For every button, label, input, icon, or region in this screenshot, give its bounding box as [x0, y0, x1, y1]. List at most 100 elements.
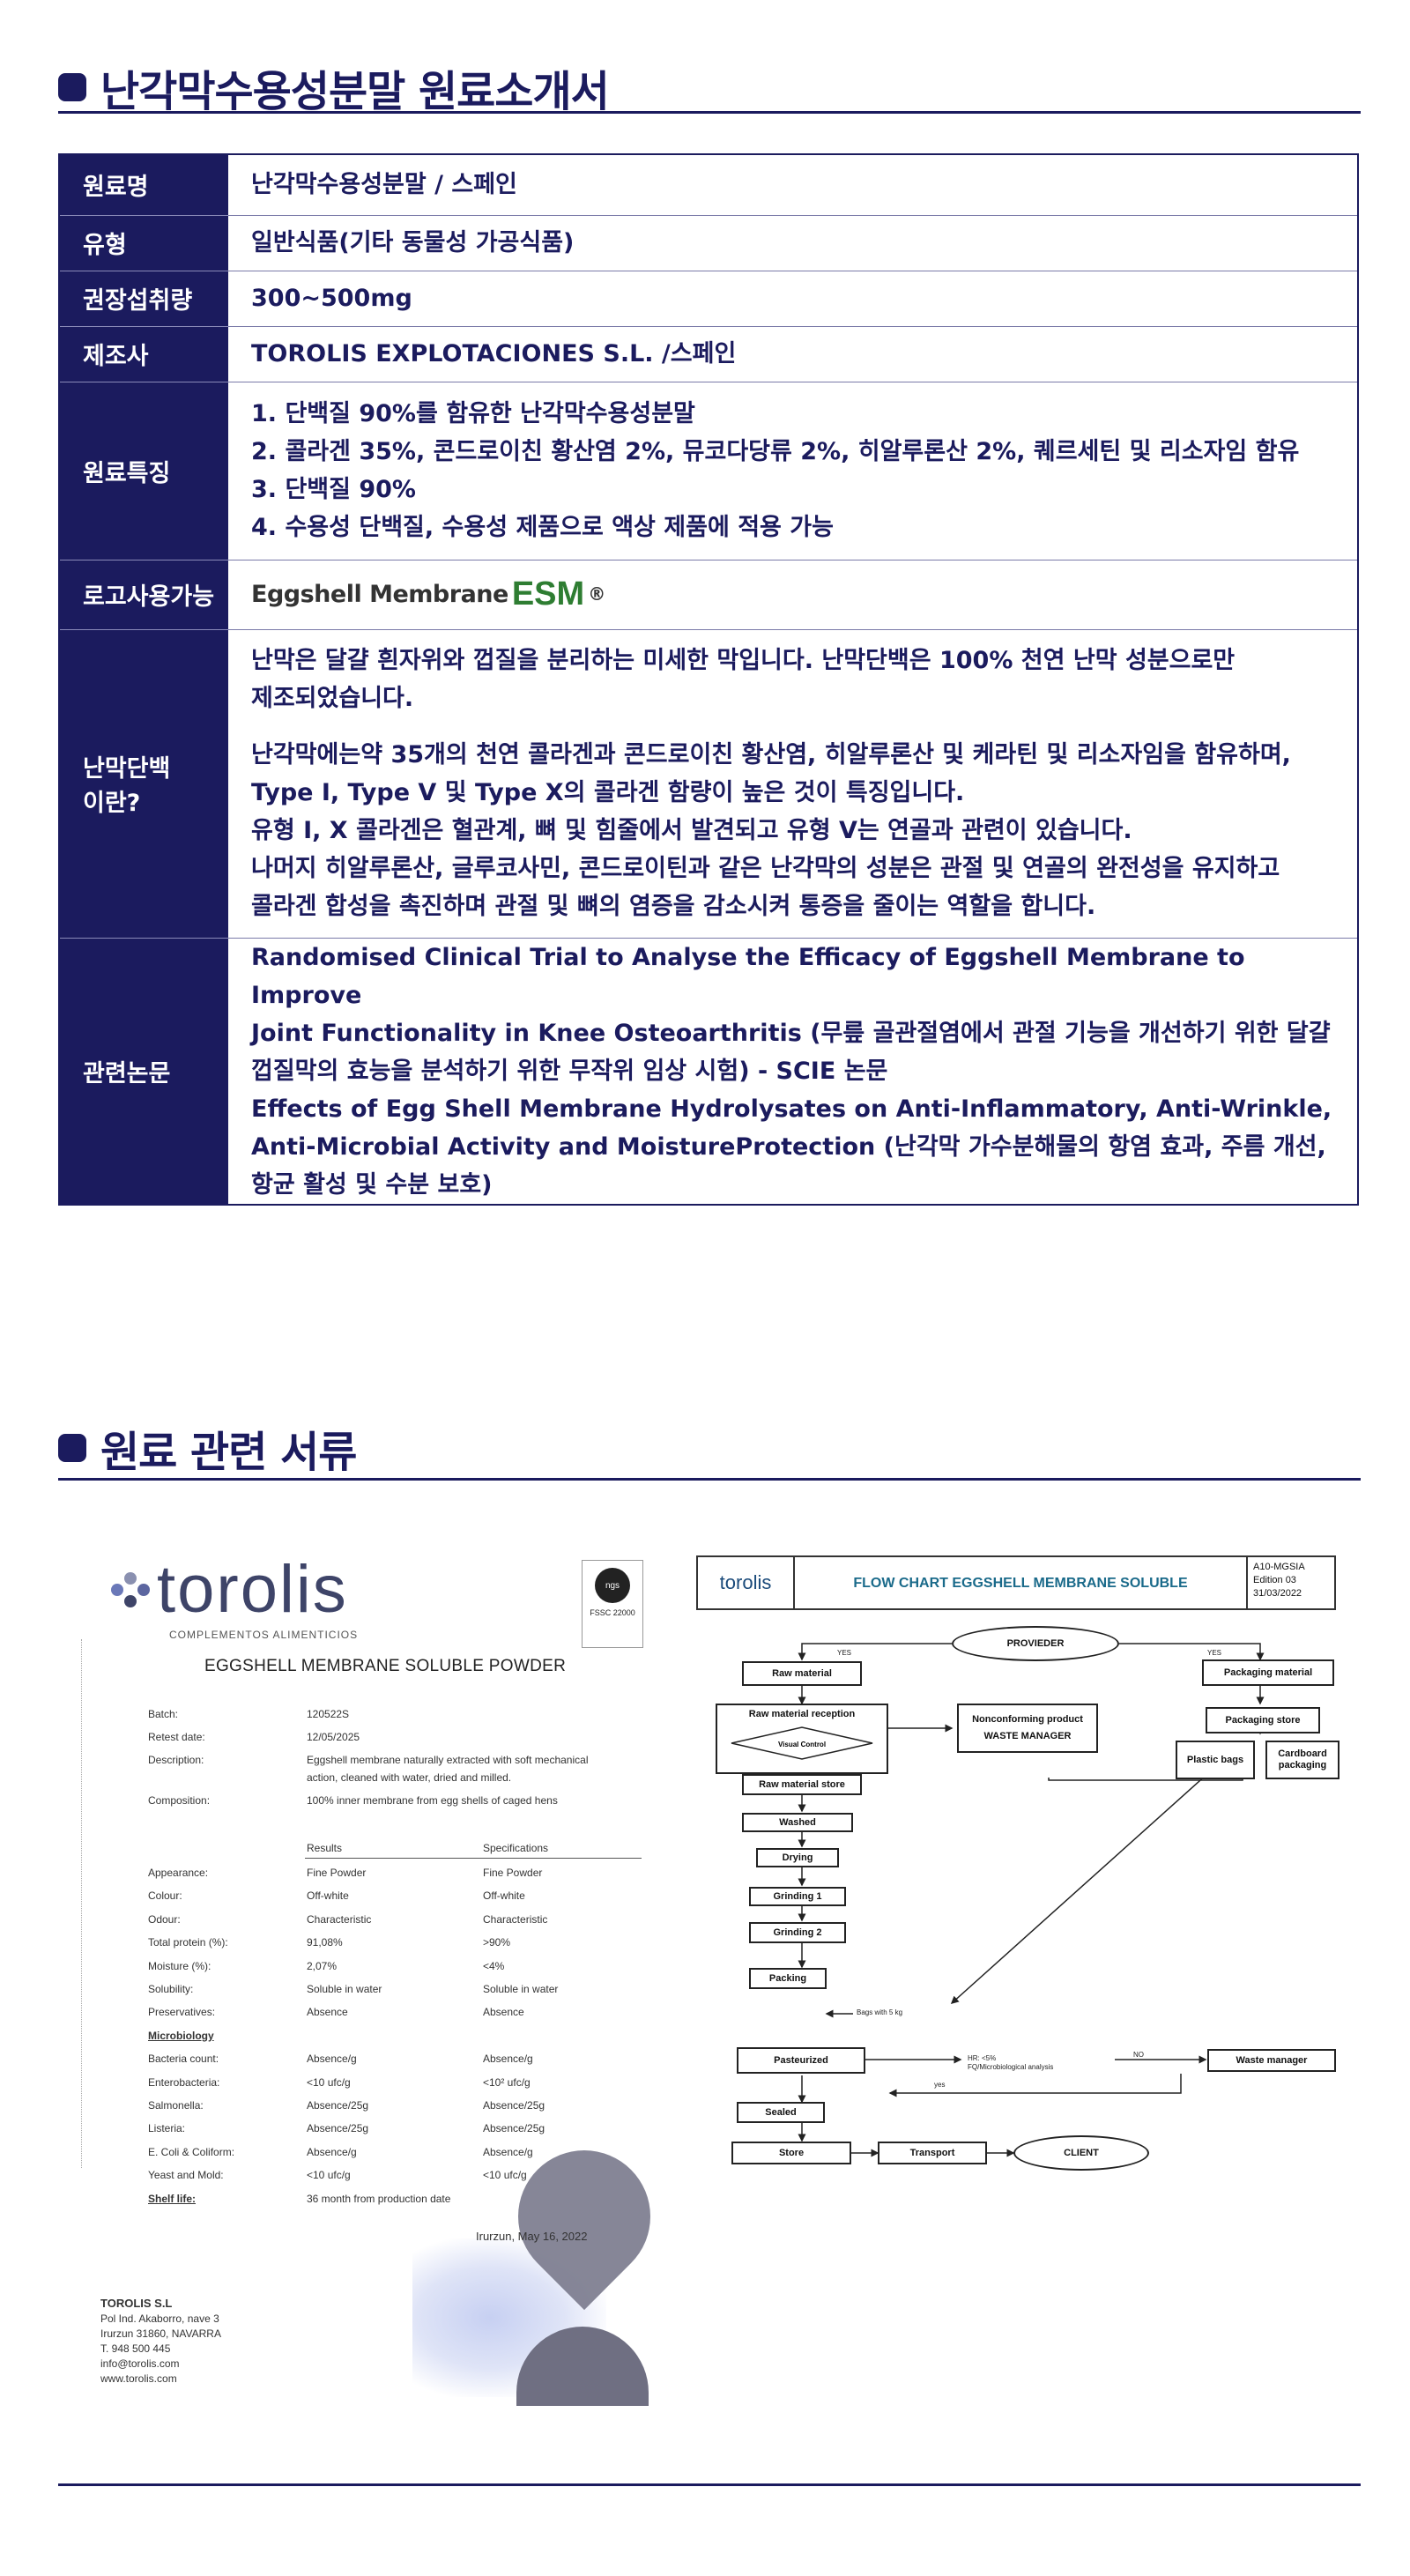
flow-node-grinding-2: Grinding 2 — [749, 1922, 846, 1943]
registered-mark: ® — [588, 583, 606, 605]
flow-node-plastic-bags: Plastic bags — [1176, 1741, 1255, 1779]
table-row: 권장섭취량 300~500mg — [59, 270, 1358, 326]
flow-label-yes: YES — [837, 1649, 852, 1657]
row-value: 1. 단백질 90%를 함유한 난각막수용성분말 2. 콜라겐 35%, 콘드로… — [228, 381, 1358, 560]
results-divider — [305, 1858, 642, 1859]
flow-node-raw-store: Raw material store — [742, 1774, 862, 1795]
spec-sheet-image: torolis COMPLEMENTOS ALIMENTICIOS ngs FS… — [81, 1551, 679, 2415]
sign-date: Irurzun, May 16, 2022 — [476, 2230, 588, 2243]
flow-node-packing: Packing — [749, 1968, 827, 1989]
paragraph-line: 나머지 히알루론산, 글루코사민, 콘드로이틴과 같은 난각막의 성분은 관절 … — [251, 855, 1280, 882]
logo-text: Eggshell Membrane — [251, 581, 508, 608]
ingredient-info-table: 원료명 난각막수용성분말 / 스페인 유형 일반식품(기타 동물성 가공식품) … — [58, 153, 1359, 1206]
paper-line: Effects of Egg Shell Membrane Hydrolysat… — [251, 1095, 1332, 1123]
table-row: 로고사용가능 Eggshell Membrane ESM ® — [59, 559, 1358, 629]
result-row: Microbiology — [148, 2029, 214, 2042]
paragraph-line: 난막은 달걀 흰자위와 껍질을 분리하는 미세한 막입니다. 난막단백은 100… — [251, 647, 1236, 674]
flow-node-nonconforming: Nonconforming product WASTE MANAGER — [957, 1704, 1098, 1753]
certificate-seal-icon: ngs — [595, 1568, 630, 1603]
flow-node-drying: Drying — [756, 1848, 839, 1867]
section-title: 원료 관련 서류 — [100, 1428, 357, 1477]
feature-line: 1. 단백질 90%를 함유한 난각막수용성분말 — [251, 400, 695, 427]
flow-node-raw-reception: Raw material reception Visual Control — [716, 1704, 888, 1774]
paper-line: 항균 활성 및 수분 보호) — [251, 1170, 493, 1199]
row-label: 관련논문 — [59, 937, 228, 1205]
paragraph-line: 제조되었습니다. — [251, 685, 414, 712]
paper-line: Randomised Clinical Trial to Analyse the… — [251, 943, 1245, 1009]
flow-node-grinding-1: Grinding 1 — [749, 1887, 846, 1906]
svg-text:Visual Control: Visual Control — [778, 1741, 826, 1748]
company-address: TOROLIS S.L Pol Ind. Akaborro, nave 3 Ir… — [100, 2297, 221, 2385]
row-value: 일반식품(기타 동물성 가공식품) — [228, 214, 1358, 271]
paper-line: 껍질막의 효능을 분석하기 위한 무작위 임상 시험) - SCIE 논문 — [251, 1057, 888, 1085]
paragraph-line: 유형 I, X 콜라겐은 혈관계, 뼈 및 힘줄에서 발견되고 유형 V는 연골… — [251, 817, 1132, 844]
row-label: 권장섭취량 — [59, 270, 228, 326]
flow-node-transport: Transport — [878, 2142, 987, 2164]
feature-line: 4. 수용성 단백질, 수용성 제품으로 액상 제품에 적용 가능 — [251, 514, 834, 541]
brand-subtitle: COMPLEMENTOS ALIMENTICIOS — [169, 1629, 359, 1641]
row-value: Randomised Clinical Trial to Analyse the… — [228, 937, 1358, 1205]
flow-label-hr: HR: <5% — [968, 2054, 997, 2062]
flow-chart-logo: torolis — [698, 1557, 795, 1608]
spec-meta-row: Composition:100% inner membrane from egg… — [148, 1794, 558, 1807]
row-label-line: 난막단백 — [83, 755, 171, 783]
flow-node-raw-material: Raw material — [742, 1661, 862, 1686]
flow-chart-edition: A10-MGSIA Edition 03 31/03/2022 — [1253, 1562, 1305, 1599]
section-header-docs: 원료 관련 서류 — [58, 1417, 357, 1479]
row-value: 난막은 달걀 흰자위와 껍질을 분리하는 미세한 막입니다. 난막단백은 100… — [228, 628, 1358, 938]
table-row: 유형 일반식품(기타 동물성 가공식품) — [59, 214, 1358, 271]
table-row: 난막단백 이란? 난막은 달걀 흰자위와 껍질을 분리하는 미세한 막입니다. … — [59, 628, 1358, 938]
flow-chart-image: torolis FLOW CHART EGGSHELL MEMBRANE SOL… — [696, 1555, 1348, 2225]
table-row: 원료특징 1. 단백질 90%를 함유한 난각막수용성분말 2. 콜라겐 35%… — [59, 381, 1358, 560]
section-bullet-icon — [58, 73, 86, 101]
row-label: 제조사 — [59, 325, 228, 382]
feature-line: 2. 콜라겐 35%, 콘드로이친 황산염 2%, 뮤코다당류 2%, 히알루론… — [251, 438, 1300, 465]
paragraph-line: 난각막에는약 35개의 천연 콜라겐과 콘드로이친 황산염, 히알루론산 및 케… — [251, 741, 1291, 768]
flow-node-provider: PROVIEDER — [952, 1626, 1119, 1661]
flow-label-yes: YES — [1207, 1649, 1222, 1657]
row-label: 유형 — [59, 214, 228, 271]
flow-label-no: NO — [1133, 2051, 1144, 2059]
spec-meta-row: Retest date:12/05/2025 — [148, 1731, 360, 1743]
brand-word: torolis — [157, 1552, 348, 1627]
row-value: 300~500mg — [228, 270, 1358, 326]
flow-node-store: Store — [731, 2142, 851, 2164]
paragraph-gap — [251, 717, 1340, 736]
feature-line: 3. 단백질 90% — [251, 476, 416, 503]
flow-label-bags: Bags with 5 kg — [857, 2008, 903, 2016]
result-row: Yeast and Mold:<10 ufc/g<10 ufc/g — [148, 2169, 527, 2182]
flow-node-sealed: Sealed — [737, 2102, 825, 2123]
result-row: Shelf life:36 month from production date — [148, 2192, 451, 2205]
row-value: Eggshell Membrane ESM ® — [228, 559, 1358, 629]
flow-node-packaging-material: Packaging material — [1202, 1659, 1334, 1686]
section-bullet-icon — [58, 1434, 86, 1462]
side-margin-text — [81, 1639, 90, 2168]
flow-chart-header: torolis FLOW CHART EGGSHELL MEMBRANE SOL… — [696, 1555, 1336, 1610]
decision-diamond-icon: Visual Control — [731, 1726, 873, 1760]
bottom-rule — [58, 2483, 1361, 2486]
esm-mark: ESM — [511, 575, 585, 612]
result-row: Moisture (%):2,07%<4% — [148, 1959, 505, 1972]
flow-node-waste-manager: Waste manager — [1207, 2049, 1336, 2072]
section-header-intro: 난각막수용성분말 원료소개서 — [58, 56, 610, 118]
esm-logo: Eggshell Membrane ESM ® — [251, 575, 1340, 613]
section-rule — [58, 111, 1361, 114]
paragraph-line: Type I, Type V 및 Type X의 콜라겐 함량이 높은 것이 특… — [251, 779, 965, 806]
table-row: 원료명 난각막수용성분말 / 스페인 — [59, 153, 1358, 215]
paper-line: Joint Functionality in Knee Osteoarthrit… — [251, 1019, 1331, 1047]
spec-meta-row: action, cleaned with water, dried and mi… — [307, 1771, 512, 1784]
spec-meta-row: Description:Eggshell membrane naturally … — [148, 1754, 589, 1766]
paper-line: Anti-Microbial Activity and MoistureProt… — [251, 1132, 1326, 1161]
flow-label-fq: FQ/Microbiological analysis — [968, 2063, 1054, 2071]
table-row: 관련논문 Randomised Clinical Trial to Analys… — [59, 937, 1358, 1205]
table-row: 제조사 TOROLIS EXPLOTACIONES S.L. /스페인 — [59, 325, 1358, 382]
row-value: 난각막수용성분말 / 스페인 — [228, 153, 1358, 215]
